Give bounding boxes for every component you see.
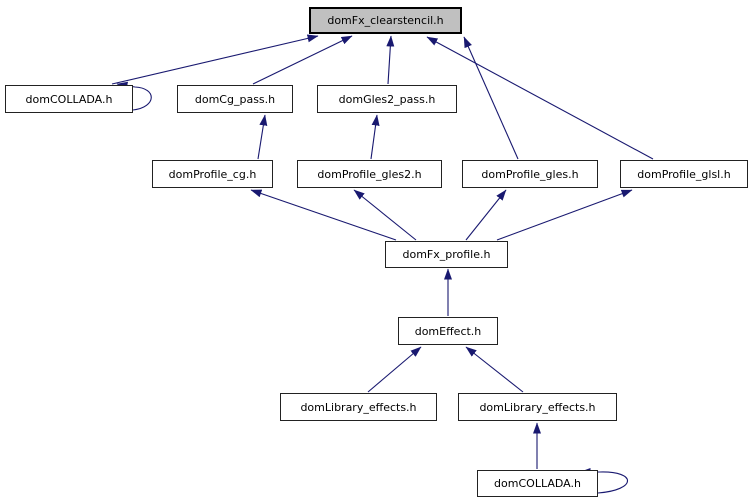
- edge-profile-gles2-to-gles2-pass: [370, 114, 380, 160]
- node-profile-glsl[interactable]: domProfile_glsl.h: [620, 160, 748, 188]
- node-fx-clearstencil[interactable]: domFx_clearstencil.h: [309, 7, 462, 34]
- node-collada-bottom[interactable]: domCOLLADA.h: [477, 470, 598, 497]
- node-label-collada-top: domCOLLADA.h: [25, 92, 113, 106]
- edge-library-effects-1-to-effect: [367, 346, 422, 393]
- edge-collada-top-to-fx-clearstencil: [111, 34, 319, 85]
- node-collada-top[interactable]: domCOLLADA.h: [5, 85, 133, 113]
- edge-fx-profile-to-profile-glsl: [496, 189, 633, 241]
- node-cg-pass[interactable]: domCg_pass.h: [177, 85, 293, 113]
- node-library-effects-1[interactable]: domLibrary_effects.h: [280, 393, 437, 421]
- node-profile-gles[interactable]: domProfile_gles.h: [462, 160, 598, 188]
- self-loop-collada-bottom: [579, 468, 629, 494]
- node-effect[interactable]: domEffect.h: [398, 317, 498, 345]
- node-profile-cg[interactable]: domProfile_cg.h: [152, 160, 273, 188]
- node-label-profile-glsl: domProfile_glsl.h: [637, 167, 731, 181]
- node-label-profile-gles2: domProfile_gles2.h: [317, 167, 422, 181]
- node-label-gles2-pass: domGles2_pass.h: [338, 92, 436, 106]
- node-label-profile-gles: domProfile_gles.h: [481, 167, 579, 181]
- node-label-fx-profile: domFx_profile.h: [402, 248, 491, 261]
- node-gles2-pass[interactable]: domGles2_pass.h: [317, 85, 457, 113]
- edge-fx-profile-to-profile-gles: [465, 189, 507, 241]
- node-label-library-effects-1: domLibrary_effects.h: [300, 400, 417, 414]
- node-label-cg-pass: domCg_pass.h: [194, 92, 276, 106]
- edge-profile-cg-to-cg-pass: [257, 114, 268, 160]
- edge-gles2-pass-to-fx-clearstencil: [386, 35, 395, 85]
- node-label-profile-cg: domProfile_cg.h: [168, 167, 257, 181]
- node-fx-profile[interactable]: domFx_profile.h: [385, 241, 508, 268]
- edge-library-effects-2-to-effect: [465, 346, 524, 393]
- node-profile-gles2[interactable]: domProfile_gles2.h: [297, 160, 442, 188]
- self-loop-collada-top: [116, 81, 152, 111]
- node-label-effect: domEffect.h: [414, 324, 482, 338]
- edge-profile-glsl-to-fx-clearstencil: [426, 36, 654, 160]
- node-label-collada-bottom: domCOLLADA.h: [494, 477, 581, 490]
- edge-profile-gles-to-fx-clearstencil: [463, 36, 519, 160]
- edge-fx-profile-to-profile-cg: [250, 189, 397, 241]
- node-library-effects-2[interactable]: domLibrary_effects.h: [458, 393, 617, 421]
- node-label-fx-clearstencil: domFx_clearstencil.h: [327, 14, 444, 27]
- edge-fx-profile-to-profile-gles2: [353, 189, 417, 241]
- node-label-library-effects-2: domLibrary_effects.h: [479, 400, 596, 414]
- edge-cg-pass-to-fx-clearstencil: [252, 35, 353, 85]
